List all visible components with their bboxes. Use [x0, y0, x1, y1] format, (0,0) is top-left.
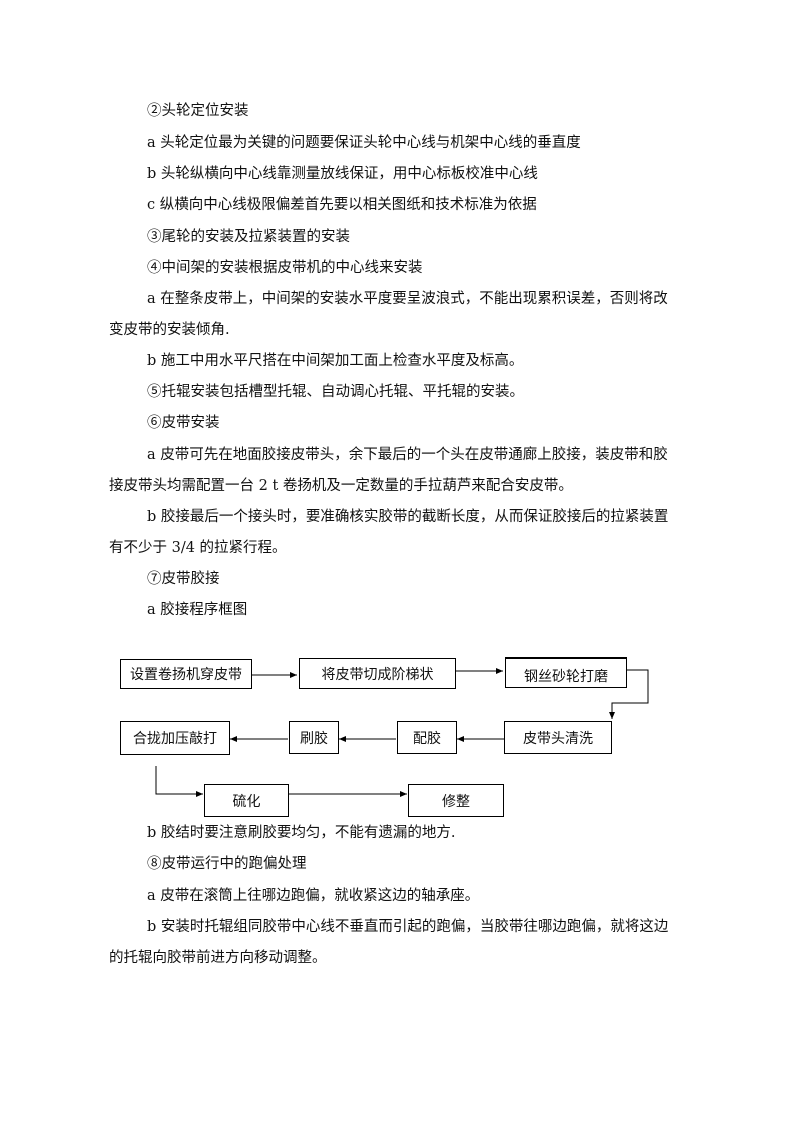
paragraph-continuation: 变皮带的安装倾角. — [109, 322, 230, 338]
paragraph-continuation: 的托辊向胶带前进方向移动调整。 — [109, 950, 327, 966]
flow-step-clean: 皮带头清洗 — [504, 721, 612, 754]
paragraph: a 皮带可先在地面胶接皮带头，余下最后的一个头在皮带通廊上胶接，装皮带和胶 — [147, 447, 668, 463]
heading-tail-wheel: ③尾轮的安装及拉紧装置的安装 — [147, 229, 350, 245]
flow-step-brush-glue: 刷胶 — [289, 721, 339, 754]
heading-belt-splice: ⑦皮带胶接 — [147, 571, 220, 587]
paragraph: a 皮带在滚筒上往哪边跑偏，就收紧这边的轴承座。 — [147, 888, 480, 904]
flow-step-press: 合拢加压敲打 — [120, 721, 230, 755]
paragraph: c 纵横向中心线极限偏差首先要以相关图纸和技术标准为依据 — [147, 197, 537, 213]
paragraph-continuation: 接皮带头均需配置一台 2 t 卷扬机及一定数量的手拉葫芦来配合安皮带。 — [109, 478, 573, 494]
flow-step-setup-winch: 设置卷扬机穿皮带 — [120, 659, 252, 689]
arrow-s7-s8 — [155, 766, 203, 797]
flow-step-cut-stair: 将皮带切成阶梯状 — [299, 658, 456, 689]
heading-head-wheel: ②头轮定位安装 — [147, 103, 249, 119]
flow-step-trim: 修整 — [408, 784, 504, 817]
flow-step-mix-glue: 配胶 — [397, 721, 457, 754]
paragraph-continuation: 有不少于 3/4 的拉紧行程。 — [109, 540, 287, 556]
paragraph: b 头轮纵横向中心线靠测量放线保证，用中心标板校准中心线 — [147, 166, 538, 182]
heading-belt-install: ⑥皮带安装 — [147, 415, 220, 431]
paragraph: a 头轮定位最为关键的问题要保证头轮中心线与机架中心线的垂直度 — [147, 135, 581, 151]
heading-roller: ⑤托辊安装包括槽型托辊、自动调心托辊、平托辊的安装。 — [147, 384, 524, 400]
flow-step-grind: 钢丝砂轮打磨 — [505, 657, 627, 688]
paragraph: b 胶结时要注意刷胶要均匀，不能有遗漏的地方. — [147, 825, 456, 841]
paragraph: b 胶接最后一个接头时，要准确核实胶带的截断长度，从而保证胶接后的拉紧装置 — [147, 509, 669, 525]
heading-deviation: ⑧皮带运行中的跑偏处理 — [147, 856, 307, 872]
flowchart-caption: a 胶接程序框图 — [147, 602, 248, 618]
paragraph: b 施工中用水平尺搭在中间架加工面上检查水平度及标高。 — [147, 353, 524, 369]
paragraph: b 安装时托辊组同胶带中心线不垂直而引起的跑偏，当胶带往哪边跑偏，就将这边 — [147, 919, 669, 935]
heading-middle-frame: ④中间架的安装根据皮带机的中心线来安装 — [147, 260, 423, 276]
flow-step-vulcanize: 硫化 — [204, 784, 289, 817]
paragraph: a 在整条皮带上，中间架的安装水平度要呈波浪式，不能出现累积误差，否则将改 — [147, 291, 668, 307]
